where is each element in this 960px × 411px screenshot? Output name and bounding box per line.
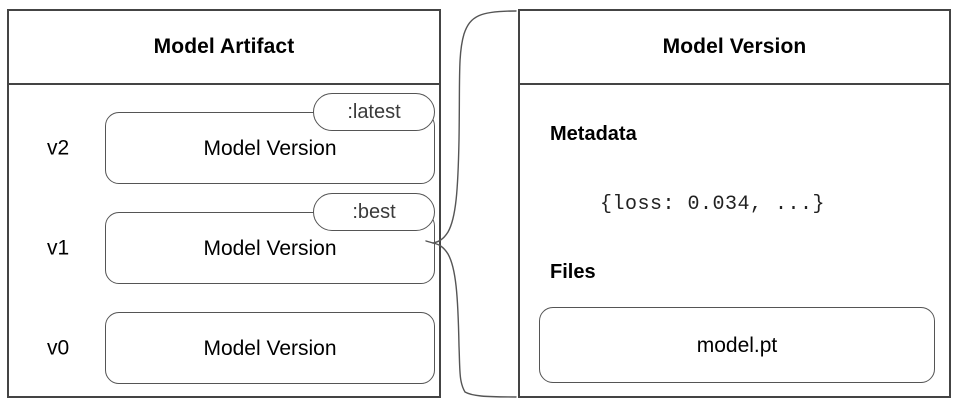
file-box-model-pt[interactable]: model.pt [539,307,935,383]
version-row-v0[interactable]: v0 Model Version [9,312,439,384]
version-label-v1: v1 [47,236,70,260]
version-label-v0: v0 [47,336,70,360]
version-label-v2: v2 [47,136,70,160]
version-box-label-v2: Model Version [203,136,337,160]
metadata-value: {loss: 0.034, ...} [600,193,826,216]
tag-label-best: :best [352,201,396,223]
model-version-header: Model Version [520,11,949,85]
version-box-v0[interactable]: Model Version [105,312,435,384]
version-box-label-v0: Model Version [203,336,337,360]
model-version-title: Model Version [662,35,807,58]
metadata-heading: Metadata [550,123,637,145]
files-heading: Files [550,261,596,283]
tag-label-latest: :latest [347,101,401,123]
model-artifact-title: Model Artifact [153,35,295,58]
model-artifact-header: Model Artifact [9,11,439,85]
tag-pill-latest[interactable]: :latest [313,93,435,131]
version-box-label-v1: Model Version [203,236,337,260]
file-label-model-pt: model.pt [696,333,778,357]
tag-pill-best[interactable]: :best [313,193,435,231]
model-version-panel: Model Version Metadata {loss: 0.034, ...… [518,9,951,398]
